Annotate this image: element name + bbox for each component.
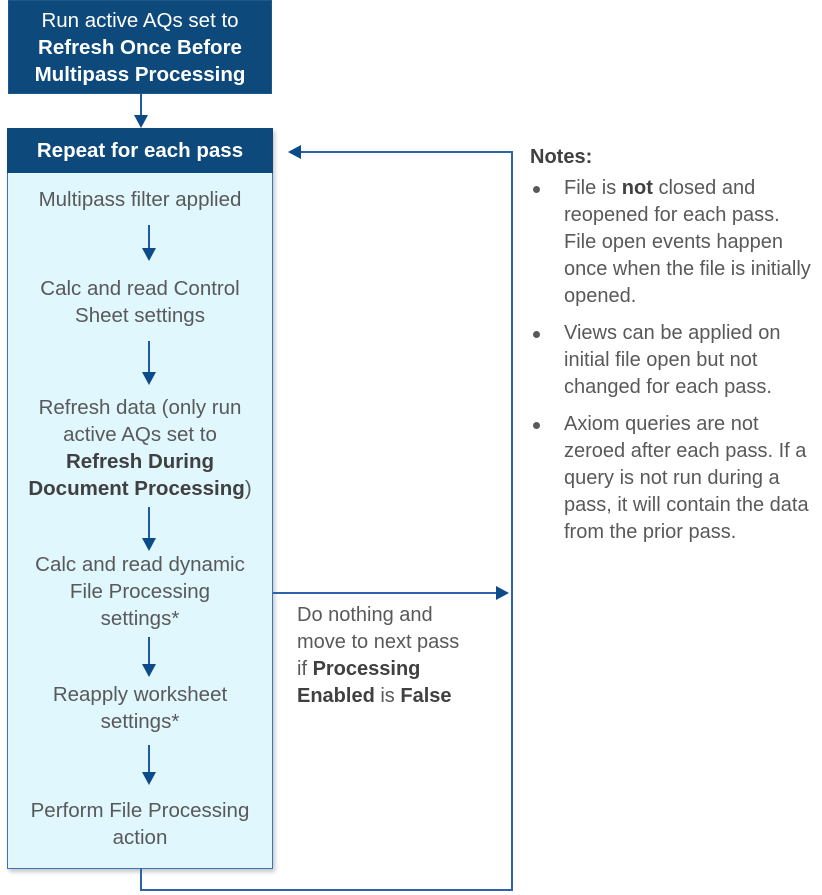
note-text: Axiom queries are not zeroed after each … bbox=[564, 413, 809, 543]
arrow-down-icon bbox=[139, 507, 159, 551]
arrow-down-icon bbox=[139, 745, 159, 785]
skip-prefix: if bbox=[297, 658, 313, 680]
note-text: Views can be applied on initial file ope… bbox=[564, 322, 781, 398]
pre-multipass-step-box: Run active AQs set to Refresh Once Befor… bbox=[8, 0, 272, 94]
pre-step-line-3: Multipass Processing bbox=[34, 63, 246, 86]
loop-connector-down bbox=[140, 869, 142, 891]
step-suffix: ) bbox=[244, 477, 252, 500]
note-item: File is not closed and reopened for each… bbox=[530, 175, 815, 310]
note-item: Views can be applied on initial file ope… bbox=[530, 320, 815, 401]
note-text: File is bbox=[564, 177, 622, 199]
skip-bold: False bbox=[400, 685, 452, 707]
loop-header: Repeat for each pass bbox=[7, 128, 273, 173]
skip-line: move to next pass bbox=[297, 631, 460, 653]
step-line: settings* bbox=[100, 710, 180, 733]
step-line: active AQs set to bbox=[63, 423, 217, 446]
notes-panel: Notes: File is not closed and reopened f… bbox=[530, 146, 815, 556]
step-line: Perform File Processing bbox=[30, 799, 250, 822]
bullet-icon bbox=[533, 422, 540, 429]
skip-bold: Processing bbox=[312, 658, 421, 680]
bullet-icon bbox=[533, 331, 540, 338]
step-reapply-worksheet: Reapply worksheet settings* bbox=[8, 681, 272, 735]
arrow-left-icon bbox=[288, 145, 301, 159]
step-dynamic-settings: Calc and read dynamic File Processing se… bbox=[8, 551, 272, 632]
skip-mid: is bbox=[374, 685, 401, 707]
step-line: File Processing bbox=[69, 580, 211, 603]
arrow-down-icon bbox=[139, 341, 159, 385]
bullet-icon bbox=[533, 186, 540, 193]
note-text: closed and reopened for each pass. File … bbox=[564, 177, 811, 307]
arrow-down-icon bbox=[131, 94, 151, 128]
step-bold: Refresh During bbox=[65, 450, 215, 473]
skip-line: Do nothing and bbox=[297, 604, 433, 626]
skip-bold: Enabled bbox=[297, 685, 375, 707]
notes-title: Notes: bbox=[530, 146, 593, 168]
step-refresh-data: Refresh data (only run active AQs set to… bbox=[8, 394, 272, 502]
step-perform-action: Perform File Processing action bbox=[8, 797, 272, 851]
arrow-down-icon bbox=[139, 637, 159, 677]
note-item: Axiom queries are not zeroed after each … bbox=[530, 411, 815, 546]
arrow-right-icon bbox=[496, 586, 509, 600]
pre-step-line-2: Refresh Once Before bbox=[38, 36, 242, 59]
step-line: Refresh data (only run bbox=[38, 396, 242, 419]
skip-connector bbox=[273, 592, 497, 594]
loop-connector-bottom bbox=[140, 889, 513, 891]
loop-connector-right bbox=[511, 151, 513, 891]
step-bold: Document Processing bbox=[28, 477, 245, 500]
step-line: Sheet settings bbox=[75, 304, 205, 327]
step-line: Calc and read Control bbox=[40, 277, 240, 300]
step-line: Reapply worksheet bbox=[52, 683, 228, 706]
step-line: settings* bbox=[100, 607, 180, 630]
pre-step-line-1: Run active AQs set to bbox=[41, 9, 239, 32]
notes-list: File is not closed and reopened for each… bbox=[530, 175, 815, 546]
arrow-down-icon bbox=[139, 225, 159, 261]
step-multipass-filter: Multipass filter applied bbox=[8, 186, 272, 213]
step-line: action bbox=[112, 826, 168, 849]
step-line: Calc and read dynamic bbox=[35, 553, 245, 576]
note-bold: not bbox=[621, 177, 653, 199]
repeat-loop-box: Repeat for each pass Multipass filter ap… bbox=[7, 128, 273, 869]
step-control-sheet: Calc and read Control Sheet settings bbox=[8, 275, 272, 329]
loop-connector-top bbox=[300, 151, 513, 153]
step-text: Multipass filter applied bbox=[38, 188, 242, 211]
skip-condition-note: Do nothing and move to next pass if Proc… bbox=[297, 602, 507, 710]
